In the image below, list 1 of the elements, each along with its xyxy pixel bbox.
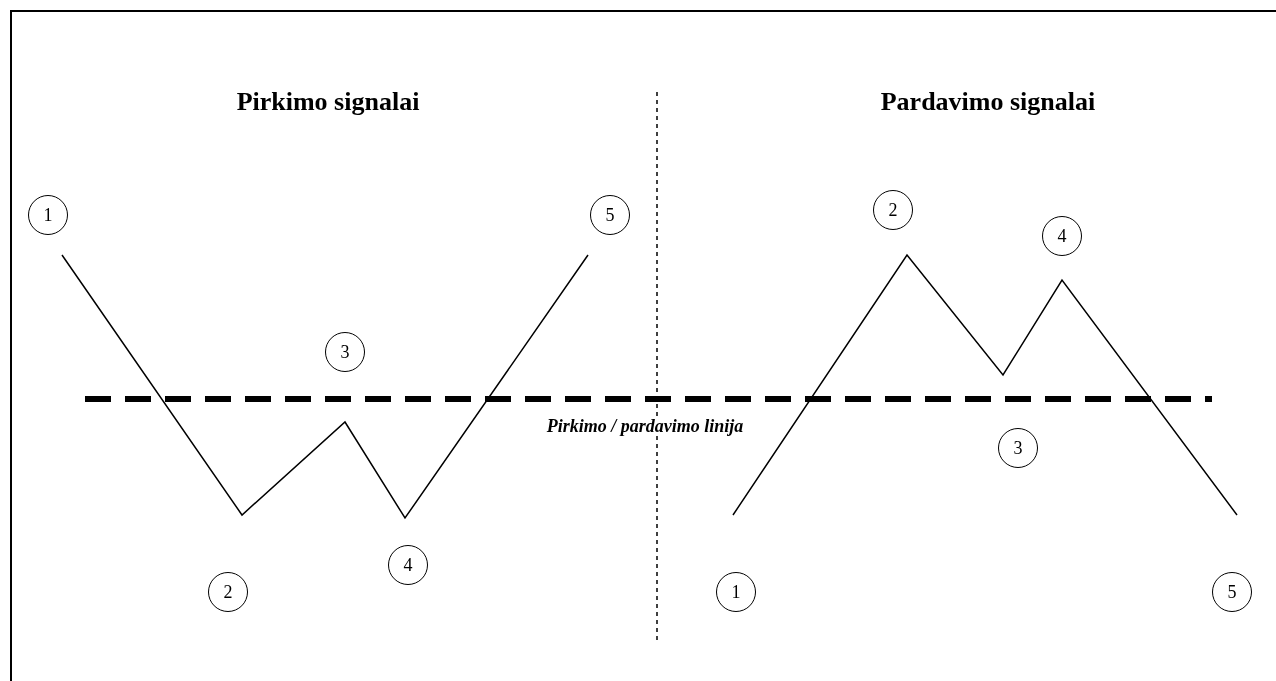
heading: Pirkimo signalai: [168, 82, 488, 121]
